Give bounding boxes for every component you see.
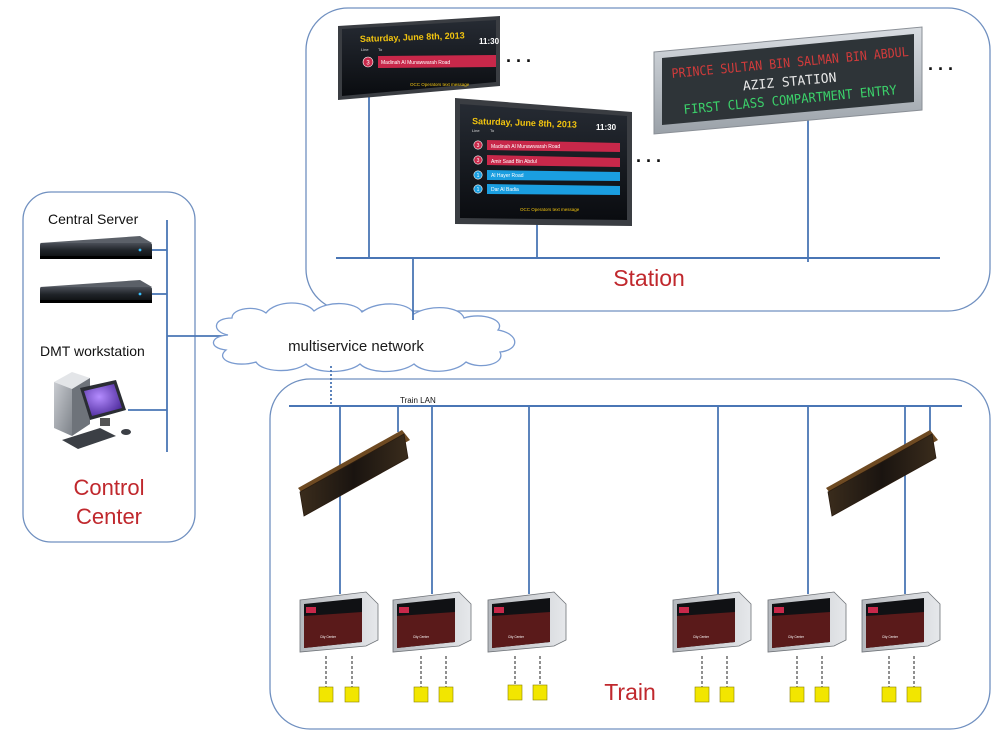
control-center-title-2: Center: [76, 504, 142, 529]
sensor: [694, 686, 710, 703]
train-screen-6: City Center: [861, 591, 941, 653]
train-sensors: [325, 656, 915, 687]
train-screen-3: City Center: [487, 591, 567, 653]
train-ceiling-display-left: [298, 430, 410, 517]
train-box: [269, 378, 991, 730]
sensor: [507, 684, 523, 701]
train-screen-4-text: City Center: [693, 635, 710, 639]
station-display-small: Saturday, June 8th, 2013 11:30 Line To 3…: [338, 16, 500, 100]
large-row4-line: 1: [477, 187, 480, 193]
train-screen-5: City Center: [767, 591, 847, 653]
train-ceiling-display-right: [826, 430, 938, 517]
large-display-col-to: To: [490, 128, 495, 133]
network-cloud: [212, 302, 516, 373]
small-display-footer: OCC Operators text message: [410, 82, 470, 87]
sensor: [719, 686, 735, 703]
large-row2-line: 3: [477, 158, 480, 164]
train-screen-6-text: City Center: [882, 635, 899, 639]
control-center-box: [22, 191, 196, 543]
train-screen-3-text: City Center: [508, 635, 525, 639]
large-row3-line: 1: [477, 173, 480, 179]
small-display-date: Saturday, June 8th, 2013: [360, 30, 465, 44]
train-screen-2: City Center: [392, 591, 472, 653]
small-display-row1-to: Madinah Al Munawwarah Road: [381, 60, 450, 66]
station-display-large: Saturday, June 8th, 2013 11:30 Line To 3…: [455, 98, 632, 226]
server-unit-2: [40, 280, 152, 303]
train-screen-4: City Center: [672, 591, 752, 653]
sensor: [413, 686, 429, 703]
sensor: [789, 686, 805, 703]
network-label: multiservice network: [288, 338, 424, 355]
large-row2-to: Amir Saad Bin Abdul: [491, 159, 537, 165]
train-screen-1-text: City Center: [320, 635, 337, 639]
large-display-date: Saturday, June 8th, 2013: [472, 116, 577, 130]
ellipsis-1: . . .: [506, 46, 531, 66]
ellipsis-2: . . .: [636, 146, 661, 166]
small-display-row1-line: 3: [366, 61, 370, 67]
large-display-col-line: Line: [472, 128, 480, 133]
large-row1-line: 3: [477, 143, 480, 149]
sensor: [881, 686, 897, 703]
train-lan-label: Train LAN: [400, 396, 436, 405]
workstation-label: DMT workstation: [40, 343, 145, 359]
ellipsis-3: . . .: [928, 54, 953, 74]
sensor: [438, 686, 454, 703]
station-title: Station: [613, 265, 685, 291]
large-display-footer: OCC Operators text message: [520, 207, 580, 212]
train-screen-5-text: City Center: [788, 635, 805, 639]
train-title: Train: [604, 679, 656, 705]
sensor: [814, 686, 830, 703]
sensor: [906, 686, 922, 703]
train-screen-2-text: City Center: [413, 635, 430, 639]
train-screen-1: City Center: [299, 591, 379, 653]
central-server-label: Central Server: [48, 211, 139, 227]
large-row1-to: Madinah Al Munawwarah Road: [491, 144, 560, 150]
control-center-title-1: Control: [74, 475, 145, 500]
small-display-col-to: To: [378, 47, 383, 52]
workstation-icon: [54, 372, 131, 449]
small-display-time: 11:30: [479, 37, 500, 46]
large-row3-to: Al Hayer Road: [491, 173, 524, 179]
station-led-sign: PRINCE SULTAN BIN SALMAN BIN ABDUL AZIZ …: [653, 26, 923, 135]
large-row4-to: Dar Al Badia: [491, 187, 519, 193]
server-unit-1: [40, 236, 152, 259]
sensor: [344, 686, 360, 703]
sensor: [532, 684, 548, 701]
sensor: [318, 686, 334, 703]
small-display-col-line: Line: [361, 47, 369, 52]
large-display-time: 11:30: [596, 123, 617, 132]
